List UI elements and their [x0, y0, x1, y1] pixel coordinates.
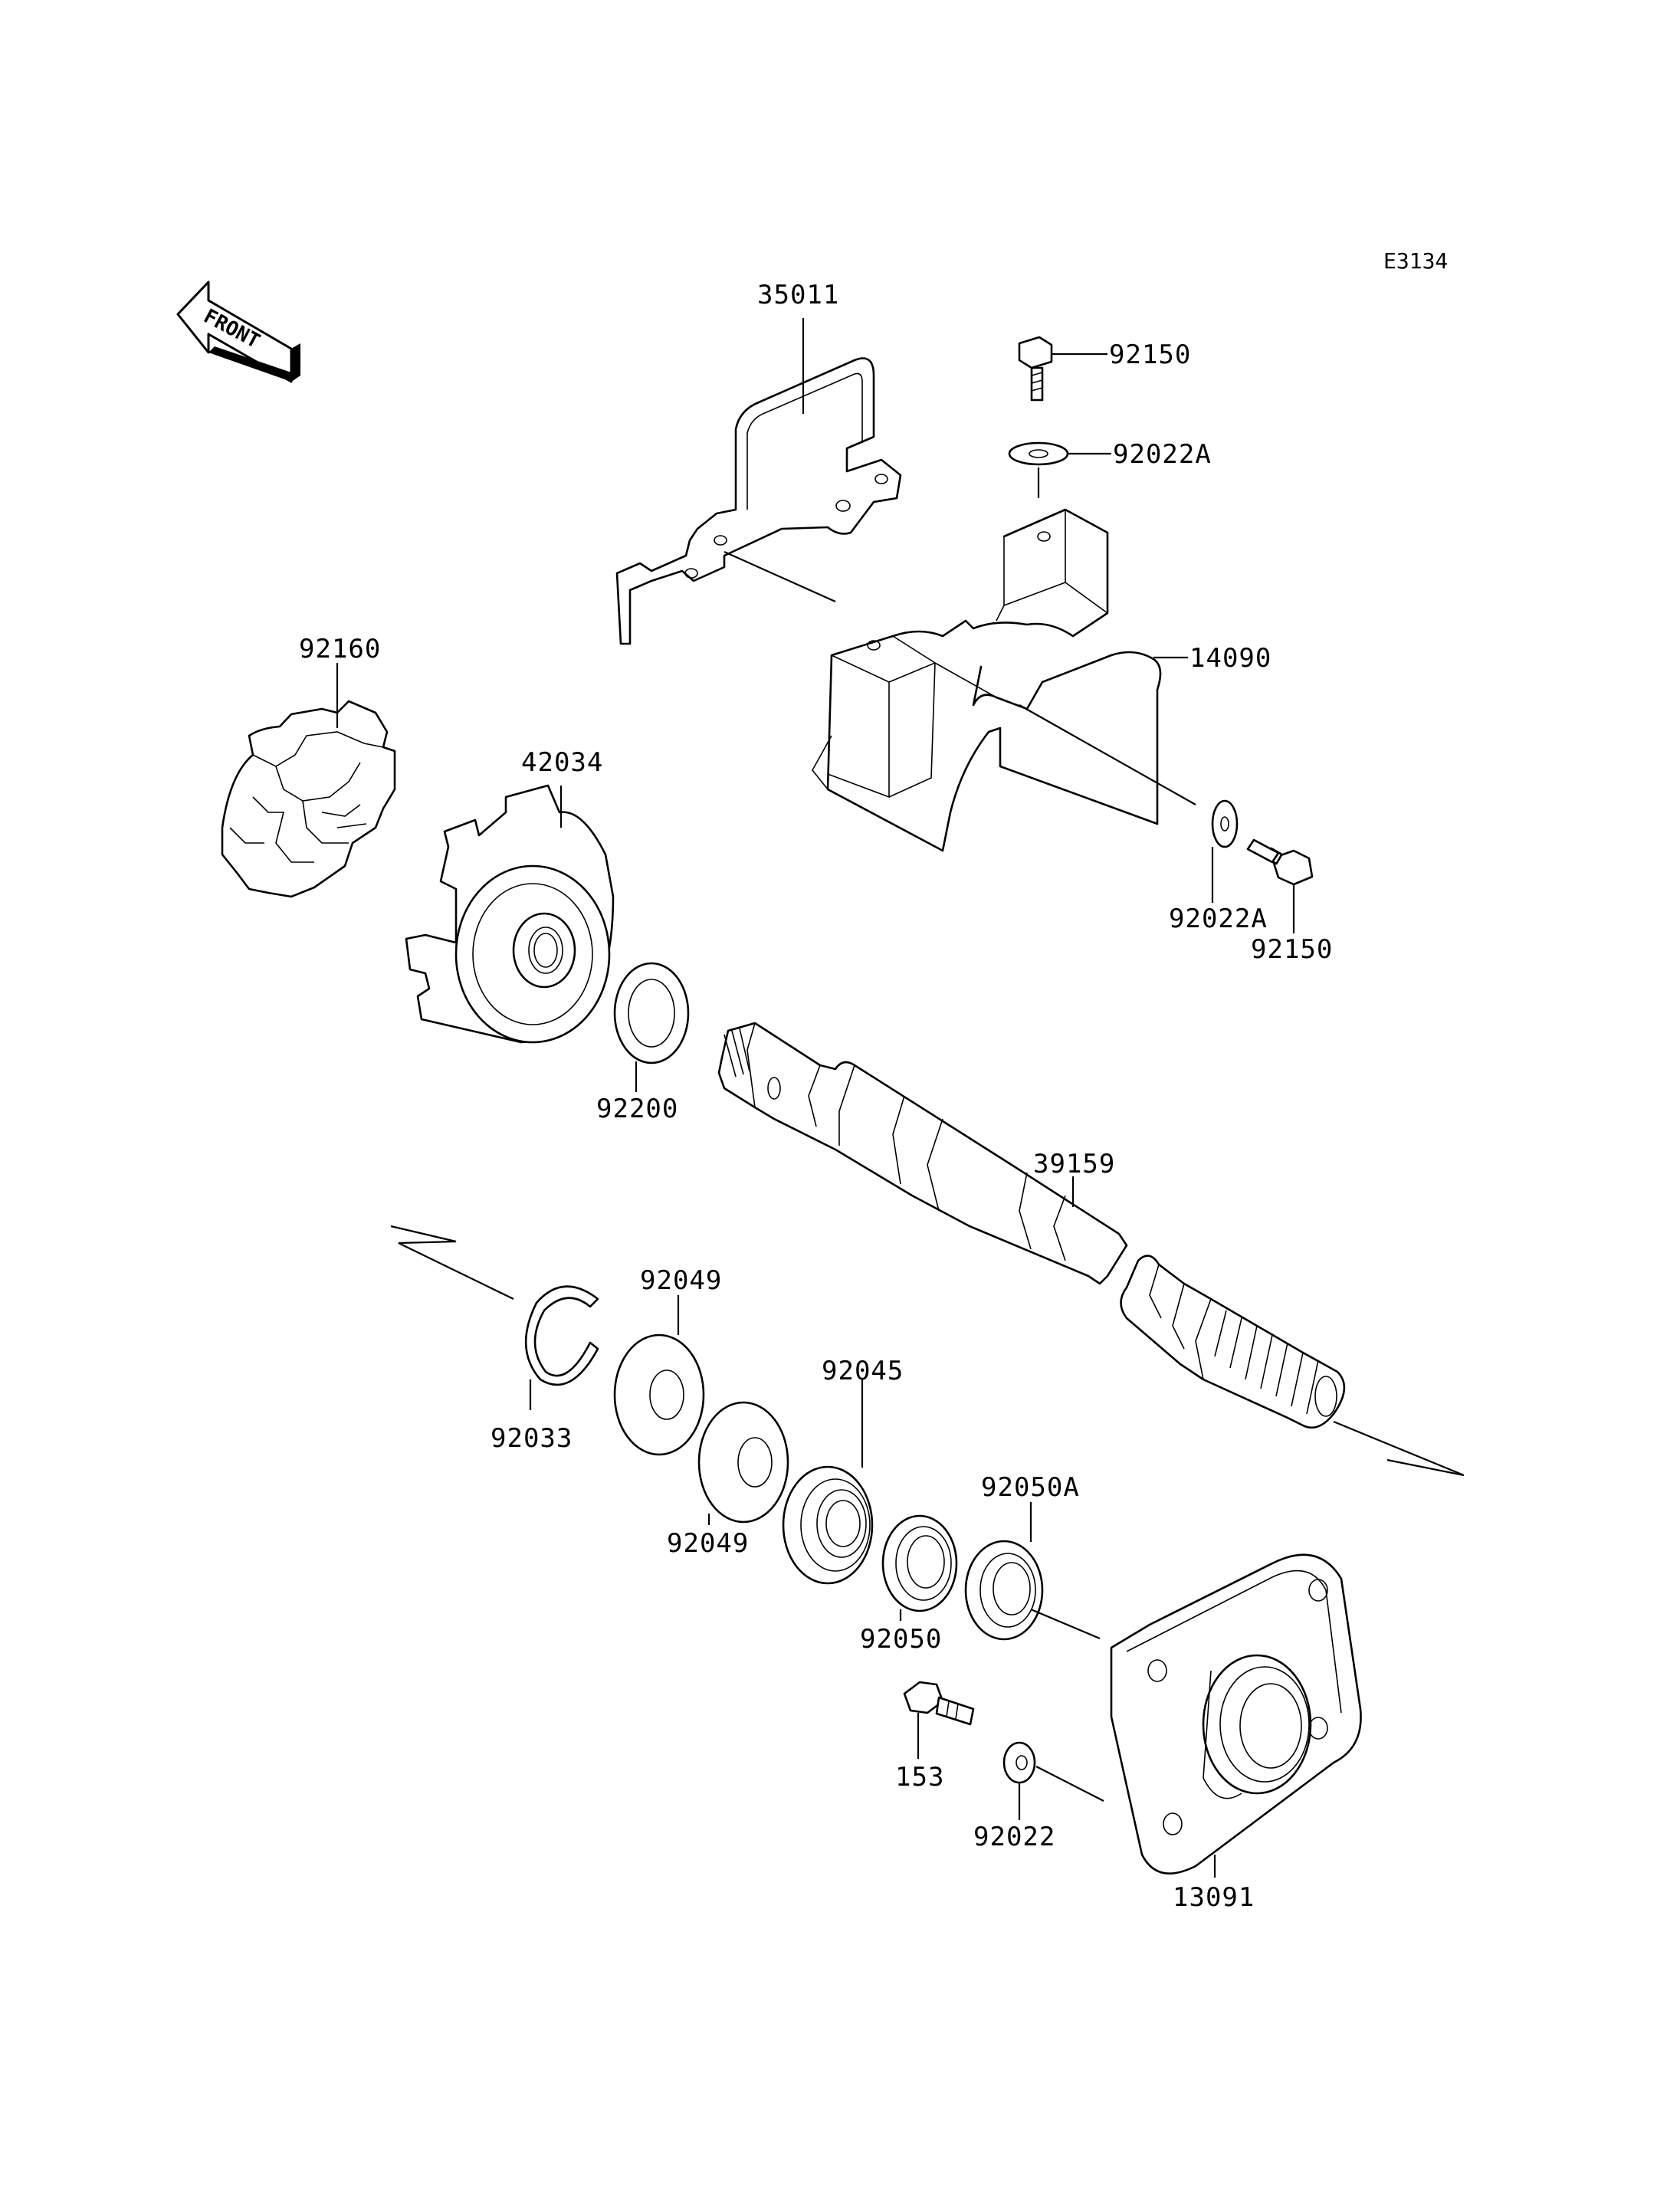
bolt-92150-bottom	[1246, 838, 1314, 886]
label-13091: 13091	[1173, 1882, 1255, 1913]
seal-92050	[881, 1514, 958, 1612]
leader-lines	[336, 318, 1465, 1878]
label-92150-bottom: 92150	[1251, 934, 1333, 965]
label-92200: 92200	[596, 1094, 678, 1124]
bolt-92150-top	[1018, 336, 1053, 402]
label-92022A-top: 92022A	[1113, 439, 1212, 470]
label-92150-top: 92150	[1109, 339, 1191, 370]
bolt-153	[903, 1681, 975, 1726]
washer-92200	[613, 962, 690, 1064]
circlip-92033	[524, 1285, 599, 1386]
front-arrow-icon: FRONT	[176, 280, 300, 383]
label-92022: 92022	[973, 1822, 1055, 1852]
seal-92050A	[964, 1540, 1044, 1641]
damper-92160	[221, 700, 396, 898]
label-39159: 39159	[1033, 1149, 1115, 1179]
label-92045: 92045	[822, 1356, 904, 1386]
washer-92022A-top	[1008, 441, 1069, 466]
shaft-39159	[717, 1022, 1346, 1429]
label-92050: 92050	[860, 1624, 942, 1655]
label-92049-top: 92049	[640, 1265, 722, 1296]
washer-92022A-bottom	[1211, 799, 1239, 848]
washer-92022	[1002, 1741, 1036, 1784]
coupling-42034	[405, 784, 615, 1044]
bracket-35011	[615, 357, 902, 645]
label-42034: 42034	[521, 747, 603, 778]
diagram-code: E3134	[1383, 248, 1448, 274]
label-92022A-bottom: 92022A	[1169, 904, 1268, 934]
label-153: 153	[895, 1762, 944, 1793]
washer-92049-bottom	[697, 1401, 789, 1524]
label-14090: 14090	[1189, 643, 1271, 674]
cover-13091	[1110, 1553, 1362, 1875]
label-35011: 35011	[757, 280, 839, 310]
washer-92049-top	[613, 1333, 705, 1456]
guard-14090	[812, 508, 1162, 852]
label-92050A: 92050A	[981, 1472, 1080, 1503]
label-92049-bottom: 92049	[667, 1528, 749, 1559]
bearing-92045	[782, 1465, 874, 1585]
label-92160: 92160	[299, 634, 381, 664]
label-92033: 92033	[491, 1423, 573, 1454]
